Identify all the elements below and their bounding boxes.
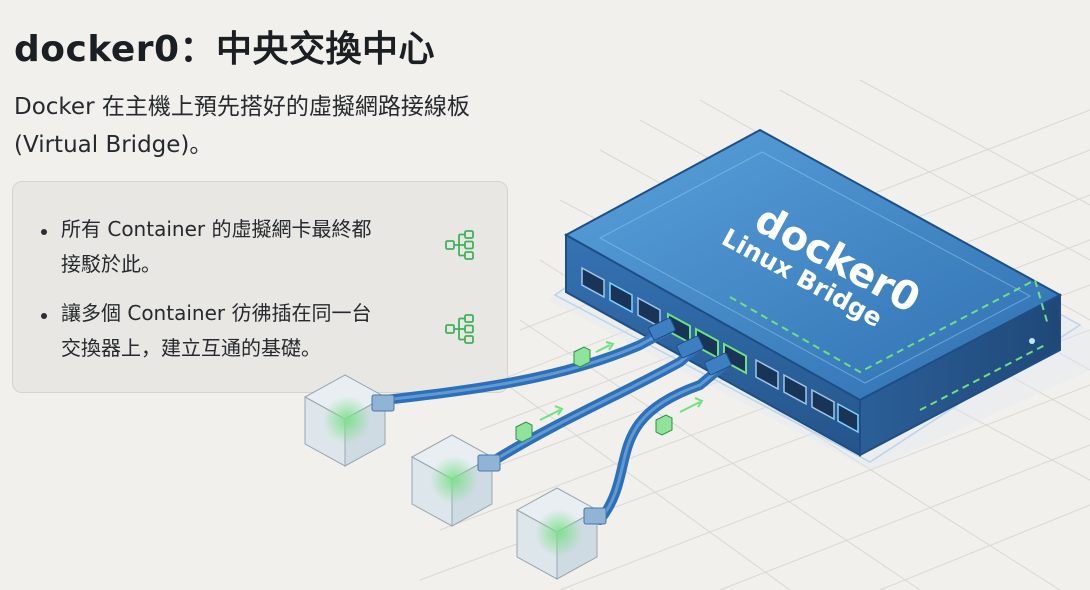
- network-tree-icon: [445, 314, 474, 344]
- bullet-2-line-1: 讓多個 Container 彷彿插在同一台: [61, 301, 372, 325]
- container-cube-1: [303, 374, 395, 467]
- port-left-group: [581, 266, 661, 329]
- packet-icon: [573, 341, 615, 368]
- subtitle-line-2: (Virtual Bridge)。: [14, 132, 213, 158]
- bullet-dot: [41, 229, 47, 235]
- packet-icon: [515, 405, 564, 443]
- port-right-group: [755, 358, 859, 434]
- container-cube-2: [410, 434, 501, 527]
- container-cube-3: [515, 487, 607, 580]
- page-title: docker0：中央交換中心: [14, 29, 436, 70]
- bullet-text-2: 讓多個 Container 彷彿插在同一台 交換器上，建立互通的基礎。: [61, 296, 371, 366]
- ethernet-ports: [581, 266, 859, 434]
- bullet-1-line-1: 所有 Container 的虛擬網卡最終都: [61, 217, 372, 241]
- info-card: 所有 Container 的虛擬網卡最終都 接駁於此。 讓多個 Containe…: [12, 181, 508, 393]
- bullet-dot: [41, 313, 47, 319]
- page-subtitle: Docker 在主機上預先搭好的虛擬網路接線板 (Virtual Bridge)…: [14, 88, 534, 164]
- bullet-2-line-2: 交換器上，建立互通的基礎。: [61, 336, 321, 360]
- packet-icon: [655, 397, 704, 436]
- bullet-1-line-2: 接駁於此。: [61, 252, 161, 276]
- ethernet-cables: [380, 325, 729, 525]
- bullet-text-1: 所有 Container 的虛擬網卡最終都 接駁於此。: [61, 212, 371, 282]
- rj45-plugs: [648, 317, 732, 376]
- network-tree-icon: [445, 230, 474, 260]
- subtitle-line-1: Docker 在主機上預先搭好的虛擬網路接線板: [14, 94, 470, 120]
- data-packets: [515, 341, 704, 443]
